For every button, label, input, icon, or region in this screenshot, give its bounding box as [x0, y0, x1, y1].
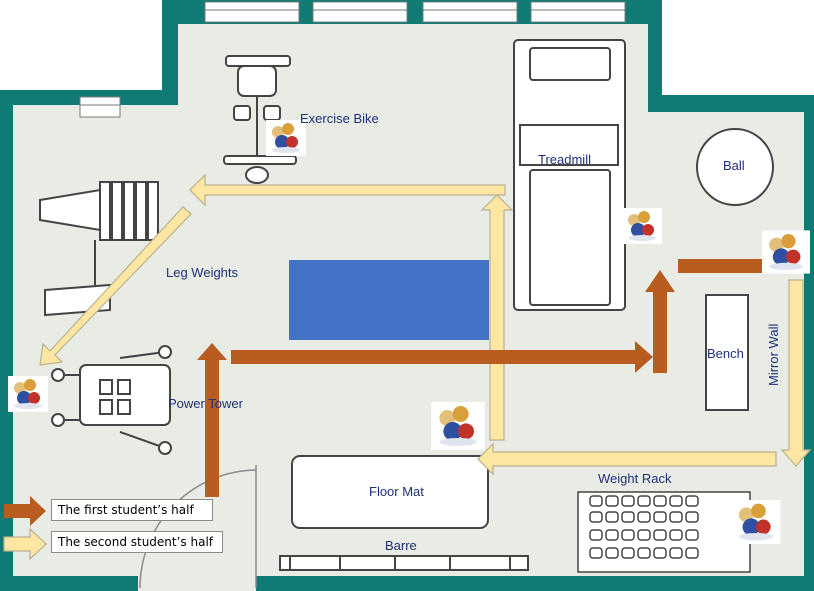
weight-rack-icon [577, 491, 751, 573]
legend-first-arrow [4, 496, 46, 526]
legend-second-arrow [3, 527, 47, 561]
person-marker-icon [266, 120, 306, 156]
blue-mat [289, 260, 489, 340]
legend-first-student: The first student’s half [51, 499, 213, 521]
label-floor-mat: Floor Mat [369, 484, 424, 499]
label-weight-rack: Weight Rack [598, 471, 672, 486]
first-student-path [197, 259, 776, 497]
exercise-bike-icon [223, 55, 297, 184]
floor-mat-icon [291, 455, 489, 529]
person-marker-icon [622, 208, 662, 244]
label-treadmill: Treadmill [538, 152, 591, 167]
label-barre: Barre [385, 538, 417, 553]
second-student-path [39, 173, 812, 476]
label-ball: Ball [723, 158, 745, 173]
person-marker-icon [730, 500, 782, 544]
barre-icon [279, 555, 529, 571]
legend-second-student: The second student’s half [51, 531, 223, 553]
treadmill-icon [513, 39, 626, 311]
label-exercise-bike: Exercise Bike [300, 111, 379, 126]
power-tower-icon [51, 345, 172, 455]
label-power-tower: Power Tower [168, 396, 243, 411]
bench-icon [705, 294, 749, 411]
label-leg-weights: Leg Weights [166, 265, 239, 280]
label-bench: Bench [707, 346, 744, 361]
person-marker-icon [430, 402, 486, 450]
label-mirror-wall: Mirror Wall [766, 323, 781, 386]
leg-press-icon [39, 181, 159, 317]
person-marker-icon [8, 376, 48, 412]
person-marker-icon [762, 230, 810, 274]
ball-icon [696, 128, 774, 206]
